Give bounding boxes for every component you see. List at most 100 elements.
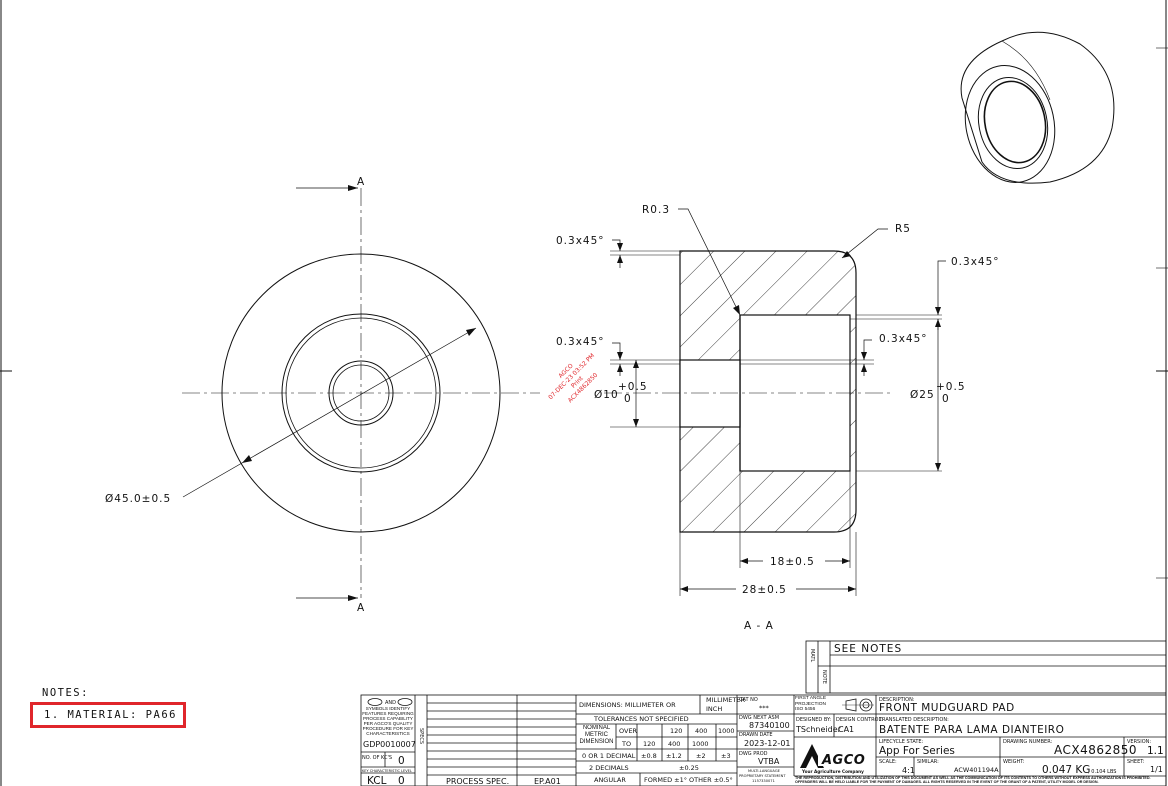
sheet-label: SHEET: bbox=[1127, 759, 1145, 765]
version-label: VERSION: bbox=[1127, 739, 1151, 745]
angular-label: ANGULAR bbox=[594, 776, 626, 784]
designed-by-label: DESIGNED BY: bbox=[796, 717, 831, 723]
symbols-text: SYMBOLS IDENTIFY FEATURES REQUIRING PROC… bbox=[362, 706, 413, 736]
title-block bbox=[360, 694, 1167, 786]
row-2dec-label: 2 DECIMALS bbox=[589, 764, 629, 772]
to-400: 400 bbox=[668, 740, 680, 748]
dimensions-unit-bottom: INCH bbox=[706, 705, 722, 713]
note-material: 1. MATERIAL: PA66 bbox=[44, 709, 177, 721]
proprietary: PROPRIETARY STATEMENT bbox=[739, 774, 786, 778]
similar-label: SIMILAR: bbox=[917, 759, 939, 765]
front-view bbox=[182, 185, 540, 601]
dim-chamfer-top-left: 0.3x45° bbox=[556, 235, 605, 247]
material-side-top: MATL bbox=[809, 649, 815, 662]
drawn-date-value: 2023-12-01 bbox=[744, 739, 791, 748]
cat-no-label: CAT NO bbox=[739, 697, 758, 703]
kc-symbols bbox=[367, 698, 413, 706]
trans-label: TRANSLATED DESCRIPTION: bbox=[878, 717, 949, 723]
logo-text: AGCO bbox=[821, 753, 865, 768]
to-120: 120 bbox=[643, 740, 655, 748]
similar: ACW401194A bbox=[954, 766, 999, 774]
scale: 4:1 bbox=[902, 766, 915, 775]
process-spec-value: EP.A01 bbox=[534, 777, 561, 786]
see-notes-label: SEE NOTES bbox=[834, 643, 902, 655]
dim-chamfer-mid-left: 0.3x45° bbox=[556, 336, 605, 348]
section-marker-top: A bbox=[357, 176, 365, 188]
row-2dec-value: ±0.25 bbox=[679, 764, 699, 772]
kcl-label: KCL bbox=[367, 775, 387, 786]
isometric-view bbox=[960, 31, 1115, 184]
kcl-value: 0 bbox=[398, 775, 405, 786]
dim-r03: R0.3 bbox=[642, 204, 670, 216]
section-label: A - A bbox=[744, 620, 774, 632]
sym-code: GDP0010007 bbox=[363, 740, 416, 749]
dim-bore-large: Ø25 bbox=[910, 389, 935, 401]
over-1000: 1000 bbox=[718, 727, 735, 735]
dimensions-label: DIMENSIONS: MILLIMETER OR bbox=[579, 701, 676, 709]
dim-len-inner: 18±0.5 bbox=[770, 556, 815, 568]
multi-lang: MULTI-LANGUAGE bbox=[748, 769, 781, 773]
lifecycle-label: LIFECYCLE STATE: bbox=[879, 739, 924, 745]
material-block bbox=[805, 640, 1167, 694]
dwg-prod-label: DWG PROD bbox=[739, 751, 768, 757]
dim-len-total: 28±0.5 bbox=[742, 584, 787, 596]
description: FRONT MUDGUARD PAD bbox=[879, 702, 1015, 714]
version: 1.1 bbox=[1147, 745, 1164, 757]
dwg-no: ACX4862850 bbox=[1054, 743, 1137, 757]
section-marker-bottom: A bbox=[357, 602, 365, 614]
legal-text: THE REPRODUCTION, DISTRIBUTION AND UTILI… bbox=[795, 776, 1151, 784]
dim-chamfer-top-right: 0.3x45° bbox=[951, 256, 1000, 268]
specs-label: SPECS bbox=[418, 728, 424, 744]
weight-lbs: / 0.104 LBS bbox=[1088, 769, 1116, 775]
dwg-next-label: DWG NEXT ASM bbox=[739, 715, 779, 721]
dim-bore-small: Ø10 bbox=[594, 389, 619, 401]
dwg-no-label: DRAWING NUMBER: bbox=[1003, 739, 1053, 745]
logo-tagline: Your Agriculture Company bbox=[801, 769, 864, 774]
section-view bbox=[604, 208, 946, 596]
dim-bore-small-tol-hi: +0.5 bbox=[618, 381, 648, 393]
proprietary-code: 1157330071 bbox=[752, 779, 775, 783]
to-1000: 1000 bbox=[692, 740, 709, 748]
process-spec-label: PROCESS SPEC. bbox=[446, 777, 509, 786]
weight-label: WEIGHT: bbox=[1003, 759, 1025, 765]
no-of-kcs-label: NO. OF KC'S bbox=[362, 755, 392, 761]
notes-title: NOTES: bbox=[42, 687, 89, 699]
dwg-next-value: 87340100 bbox=[749, 721, 790, 730]
dwg-prod-value: VTBA bbox=[758, 757, 780, 766]
over-400: 400 bbox=[695, 727, 707, 735]
first-angle-projection-icon bbox=[842, 698, 874, 712]
tol-header: TOLERANCES NOT SPECIFIED bbox=[593, 715, 689, 723]
to-label: TO bbox=[621, 740, 631, 748]
designed-by: TSchneider bbox=[795, 725, 842, 734]
dim-bore-large-tol-lo: 0 bbox=[942, 393, 950, 405]
symbols-and-text: AND bbox=[385, 700, 396, 706]
dim-r5: R5 bbox=[895, 223, 911, 235]
design-control: CA1 bbox=[838, 725, 854, 734]
dim-chamfer-mid-right: 0.3x45° bbox=[879, 333, 928, 345]
row-0or1-v1: ±0.8 bbox=[641, 752, 657, 760]
row-0or1-v3: ±2 bbox=[696, 752, 706, 760]
no-of-kcs: 0 bbox=[398, 755, 405, 767]
desc-label: DESCRIPTION: bbox=[879, 697, 915, 703]
scale-label: SCALE: bbox=[879, 759, 897, 765]
agco-logo bbox=[800, 744, 870, 768]
kc-level-label: KEY CHARACTERISTIC LEVEL bbox=[362, 769, 412, 773]
dimensions-unit-top: MILLIMETER bbox=[706, 696, 745, 704]
nominal-label: NOMINAL METRIC DIMENSION bbox=[579, 725, 613, 745]
translated-description: BATENTE PARA LAMA DIANTEIRO bbox=[879, 724, 1064, 736]
material-side-bottom: NOTE bbox=[821, 670, 827, 684]
projection-label: FIRST ANGLE PROJECTION ISO 5456 bbox=[795, 696, 826, 712]
sheet: 1/1 bbox=[1150, 765, 1163, 774]
weight: 0.047 KG bbox=[1042, 764, 1090, 776]
drawn-date-label: DRAWN DATE bbox=[739, 732, 773, 738]
design-control-label: DESIGN CONTROL: bbox=[836, 717, 883, 723]
row-0or1-v2: ±1.2 bbox=[666, 752, 682, 760]
lifecycle: App For Series bbox=[879, 745, 955, 757]
over-label: OVER bbox=[619, 727, 638, 735]
dim-outer-diameter: Ø45.0±0.5 bbox=[105, 493, 171, 505]
angular-value: FORMED ±1° OTHER ±0.5° bbox=[644, 776, 733, 784]
row-0or1-label: 0 OR 1 DECIMAL bbox=[582, 752, 636, 760]
dim-bore-large-tol-hi: +0.5 bbox=[936, 381, 966, 393]
over-120: 120 bbox=[670, 727, 682, 735]
